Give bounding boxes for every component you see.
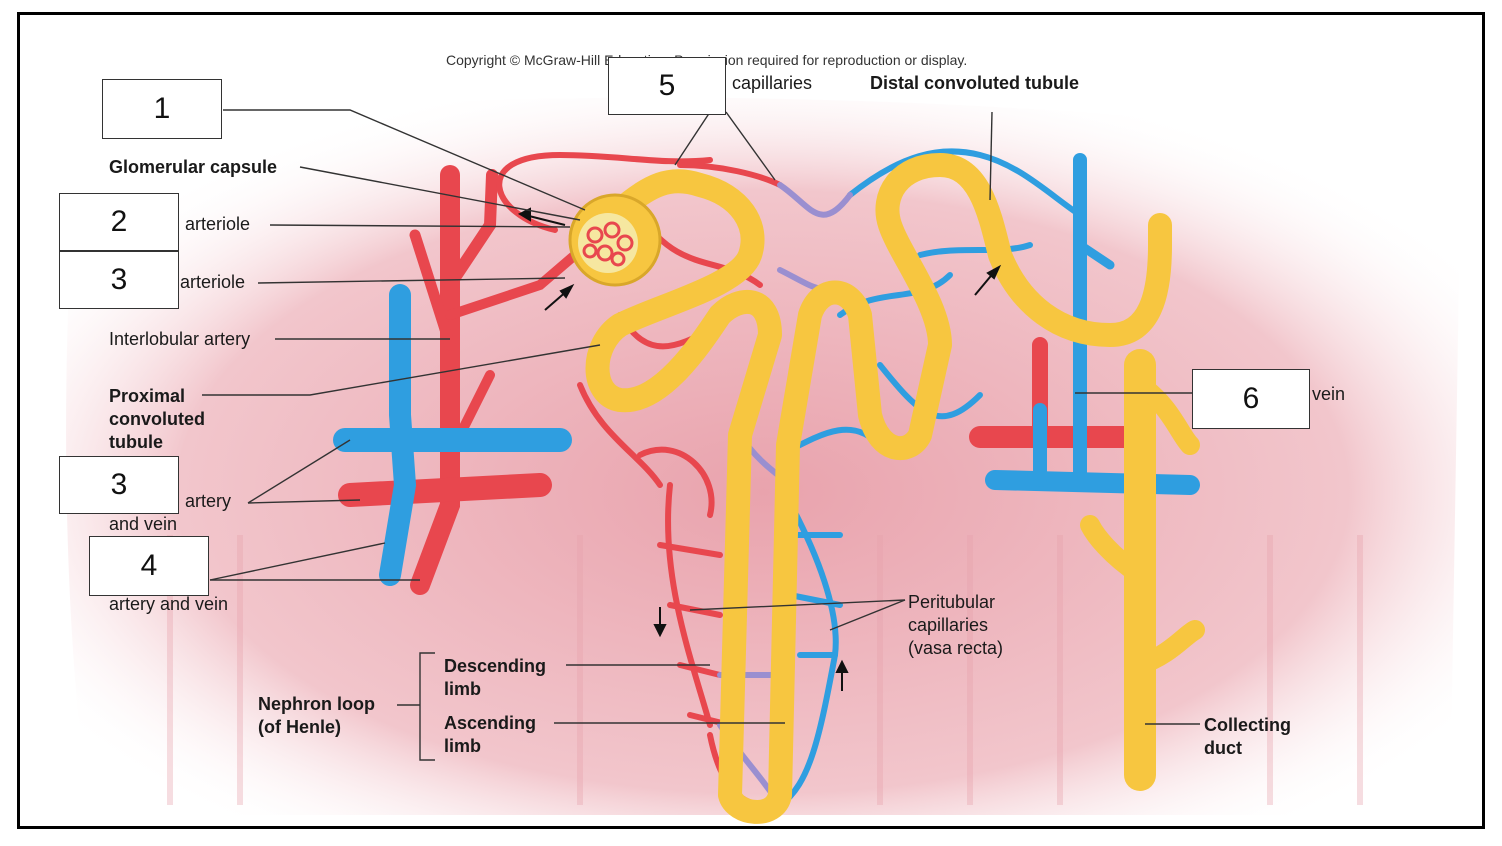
answer-box-1[interactable]: 1 bbox=[102, 79, 222, 139]
answer-box-6[interactable]: 6 bbox=[1192, 369, 1310, 429]
label-descending-line2: limb bbox=[444, 679, 482, 699]
label-arcuate-line2: and vein bbox=[109, 514, 178, 534]
answer-box-3b[interactable]: 3 bbox=[59, 456, 179, 514]
label-peritubular-line1: Peritubular bbox=[908, 592, 996, 612]
renal-tubule bbox=[585, 153, 1205, 824]
answer-box-4[interactable]: 4 bbox=[89, 536, 209, 596]
leader-lines bbox=[202, 109, 1200, 761]
glomerulus bbox=[568, 193, 662, 287]
label-nephron-loop-line2: (of Henle) bbox=[258, 717, 341, 737]
label-collecting-line2: duct bbox=[1204, 738, 1242, 758]
label-interlobar-partial: artery and vein bbox=[109, 594, 229, 614]
label-proximal-line3: tubule bbox=[109, 432, 163, 452]
left-artery-tree bbox=[338, 165, 580, 595]
label-peritubular-line2: capillaries bbox=[908, 615, 989, 635]
label-arcuate-partial: artery bbox=[185, 491, 232, 511]
diagram-frame: Copyright © McGraw-Hill Education. Permi… bbox=[17, 12, 1485, 829]
answer-box-3a[interactable]: 3 bbox=[59, 251, 179, 309]
tissue-background bbox=[66, 97, 1460, 816]
nephron-illustration bbox=[66, 97, 1460, 824]
answer-box-5[interactable]: 5 bbox=[608, 57, 726, 115]
flow-arrows bbox=[517, 207, 1002, 691]
label-nephron-loop-line1: Nephron loop bbox=[258, 694, 375, 714]
label-interlobular-artery: Interlobular artery bbox=[109, 329, 251, 349]
label-capillaries: capillaries bbox=[732, 73, 813, 93]
label-ascending-line2: limb bbox=[444, 736, 482, 756]
label-descending-line1: Descending bbox=[444, 656, 547, 676]
left-vein-tree bbox=[333, 284, 572, 586]
answer-box-2[interactable]: 2 bbox=[59, 193, 179, 251]
label-afferent-arteriole-partial: arteriole bbox=[185, 214, 251, 234]
label-distal-convoluted-tubule: Distal convoluted tubule bbox=[870, 73, 1080, 93]
label-proximal-line2: convoluted bbox=[109, 409, 206, 429]
label-collecting-line1: Collecting bbox=[1204, 715, 1292, 735]
label-efferent-arteriole-partial: arteriole bbox=[180, 272, 246, 292]
label-ascending-line1: Ascending bbox=[444, 713, 537, 733]
label-vein-partial: vein bbox=[1312, 384, 1346, 404]
label-proximal-line1: Proximal bbox=[109, 386, 186, 406]
label-peritubular-line3: (vasa recta) bbox=[908, 638, 1004, 658]
label-glomerular-capsule: Glomerular capsule bbox=[109, 157, 278, 177]
